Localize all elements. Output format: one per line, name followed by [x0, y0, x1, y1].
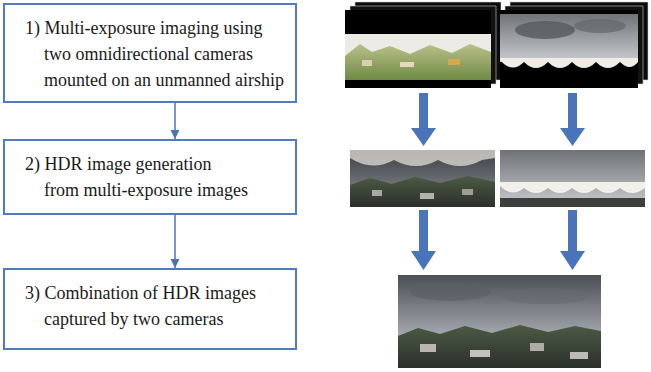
building	[420, 193, 434, 199]
building	[372, 190, 382, 196]
exposure-photo	[500, 10, 638, 88]
step-text: 3) Combination of HDR images captured by…	[44, 280, 289, 332]
building	[448, 59, 460, 65]
building	[570, 352, 588, 359]
building	[530, 343, 544, 351]
exposure-photo	[345, 10, 491, 88]
cloud	[410, 283, 490, 301]
sky	[500, 14, 638, 62]
process-box: 2) HDR image generation from multi-expos…	[3, 139, 297, 215]
flow-connector	[174, 103, 176, 139]
hull-band	[500, 182, 645, 193]
building	[362, 60, 372, 66]
building	[420, 344, 436, 352]
process-box: 1) Multi-exposure imaging using two omni…	[3, 3, 297, 103]
building	[462, 189, 473, 195]
flow-arrow	[411, 93, 585, 270]
ground	[345, 44, 491, 80]
ground	[500, 198, 645, 207]
step-text: 1) Multi-exposure imaging using two omni…	[44, 15, 289, 93]
arrow-head	[411, 128, 436, 146]
arrow-shaft	[568, 93, 577, 129]
building	[470, 350, 490, 357]
building	[400, 62, 414, 67]
hull-band	[350, 150, 495, 166]
ground	[398, 325, 601, 368]
arrow-head	[560, 128, 585, 146]
arrow-shaft	[419, 210, 428, 252]
hdr-photo	[500, 150, 645, 207]
hdr-photo	[350, 150, 495, 207]
arrow-shaft	[568, 210, 577, 252]
arrow-shaft	[419, 93, 428, 129]
arrow-head	[411, 251, 436, 270]
cloud	[500, 288, 590, 304]
combined-photo	[398, 275, 601, 368]
process-box: 3) Combination of HDR images captured by…	[3, 268, 297, 350]
arrow-head	[560, 251, 585, 270]
ground	[350, 176, 495, 207]
cloud	[574, 19, 626, 33]
cloud	[515, 21, 575, 39]
hull-band	[500, 58, 638, 68]
flow-connector	[174, 215, 176, 268]
step-text: 2) HDR image generation from multi-expos…	[44, 151, 250, 203]
